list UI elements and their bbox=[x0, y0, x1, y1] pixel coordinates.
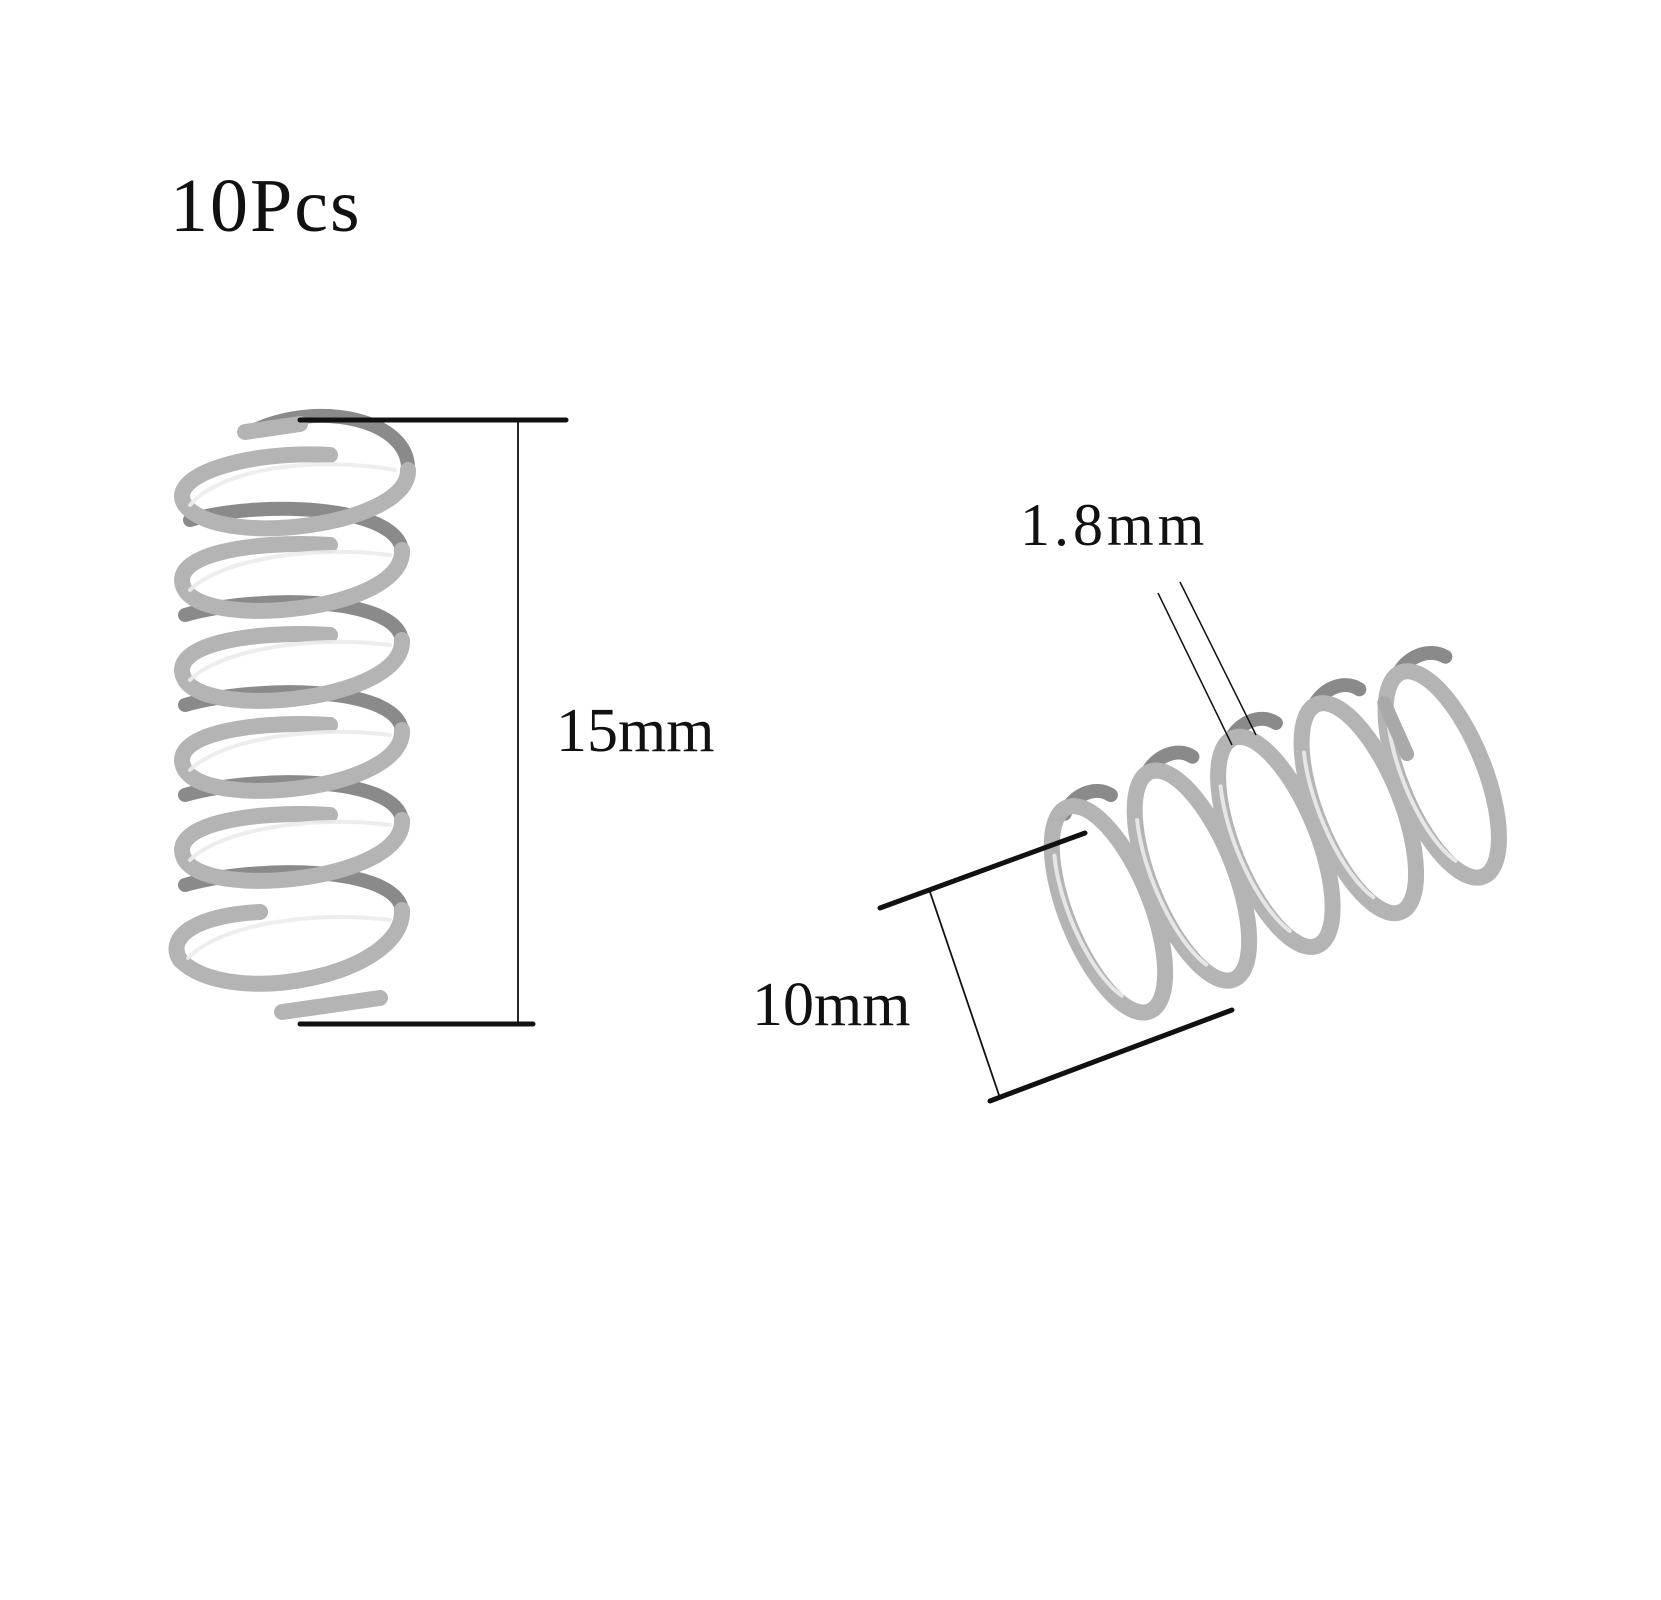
angled-spring bbox=[1043, 646, 1507, 1021]
vertical-spring bbox=[168, 408, 417, 1020]
wire-diameter-label: 1.8mm bbox=[1020, 492, 1209, 558]
quantity-label: 10Pcs bbox=[170, 164, 362, 248]
length-dimension bbox=[297, 417, 569, 1027]
length-label: 15mm bbox=[556, 697, 715, 765]
outer-diameter-label: 10mm bbox=[752, 971, 911, 1039]
wire-diameter-dimension bbox=[1157, 581, 1257, 746]
diameter-dimension bbox=[877, 830, 1235, 1104]
